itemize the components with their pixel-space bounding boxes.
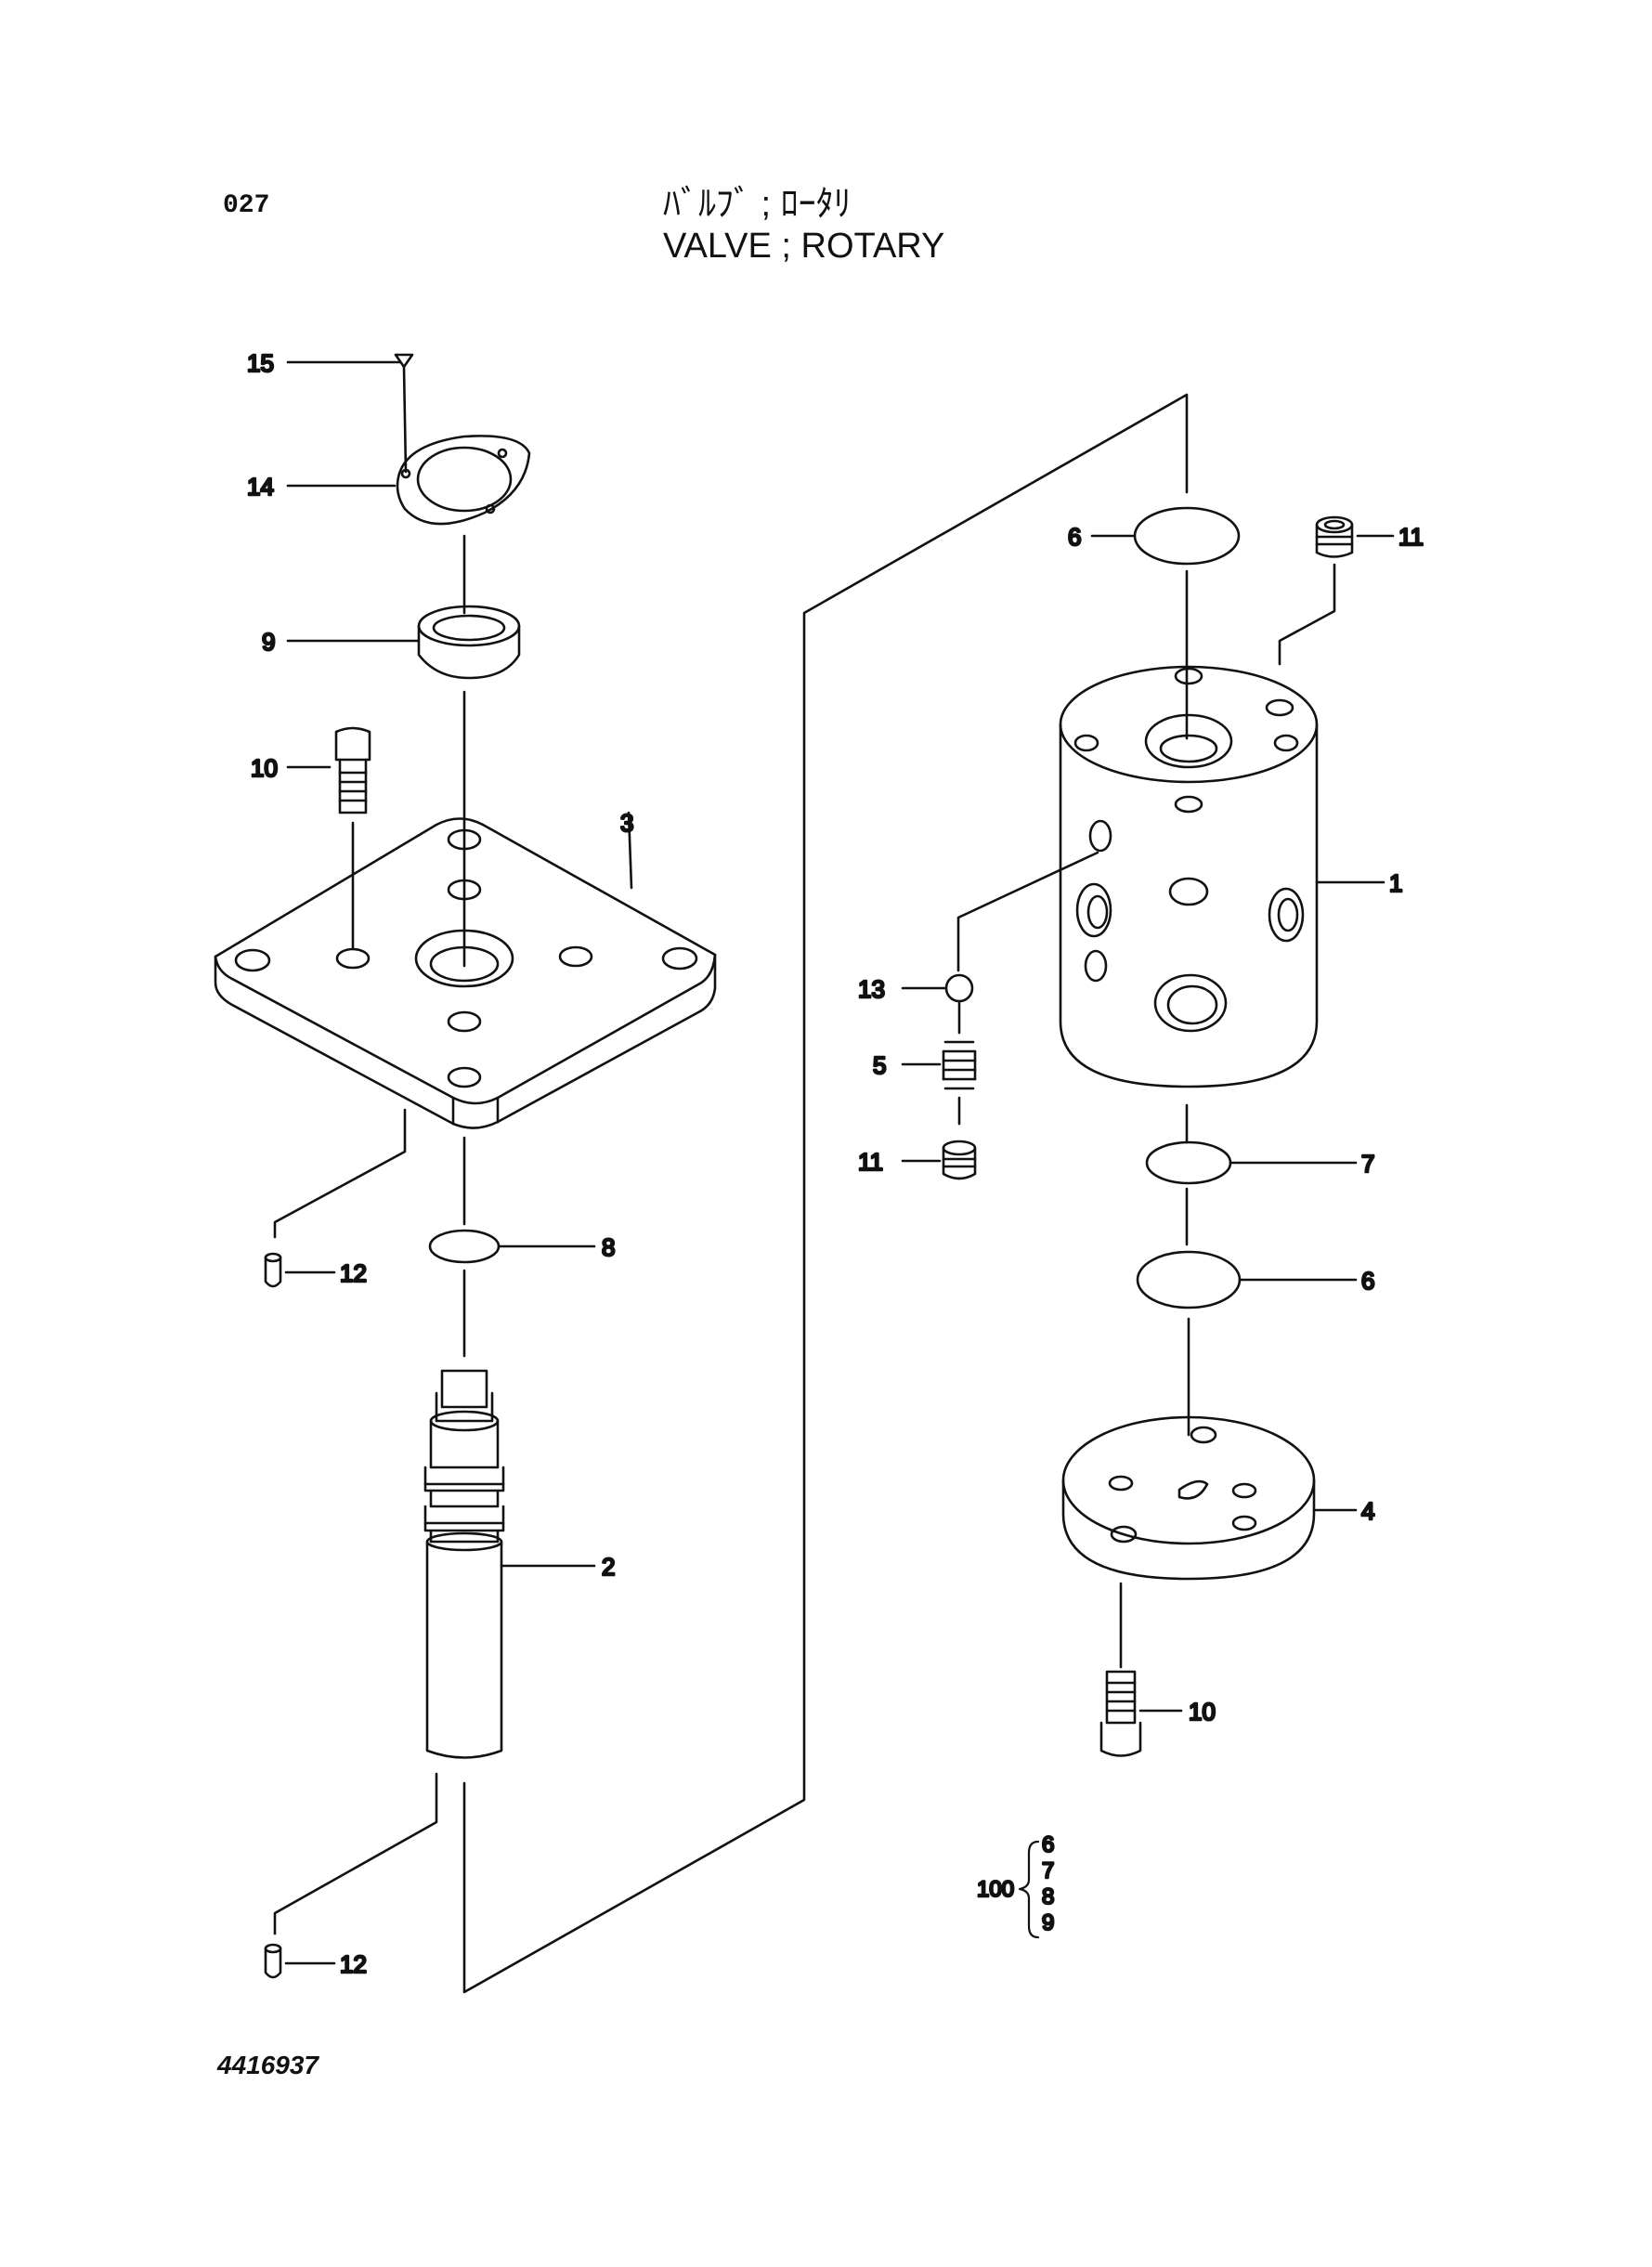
- part-12-pin-lower: [264, 1943, 336, 1979]
- label-part-10-left: 10: [251, 754, 278, 782]
- leader-pin-12-lower: [273, 1772, 438, 1935]
- label-part-13: 13: [858, 975, 885, 1003]
- part-11-plug-lower: [901, 1140, 977, 1180]
- part-6-o-ring-upper: [1090, 506, 1241, 740]
- kit-100-brace: [1018, 1840, 1040, 1939]
- part-1-valve-body: [956, 665, 1385, 1088]
- part-13-ball: [901, 973, 974, 1035]
- part-12-pin-upper: [264, 1252, 336, 1288]
- kit-item-1: 6: [1042, 1832, 1054, 1857]
- part-9-seal: [286, 605, 521, 680]
- part-7-o-ring: [1145, 1103, 1358, 1246]
- label-part-3: 3: [620, 809, 633, 837]
- label-part-12-lower: 12: [340, 1950, 367, 1978]
- label-part-1: 1: [1389, 869, 1402, 897]
- kit-item-2: 7: [1042, 1858, 1054, 1883]
- title-english: VALVE ; ROTARY: [663, 227, 945, 266]
- label-part-8: 8: [602, 1233, 615, 1261]
- label-part-9: 9: [262, 628, 275, 656]
- label-part-10-right: 10: [1189, 1698, 1216, 1726]
- part-10-bolt-right: [1099, 1670, 1183, 1757]
- label-part-4: 4: [1361, 1497, 1374, 1525]
- label-part-12-upper: 12: [340, 1259, 367, 1287]
- kit-item-3: 8: [1042, 1884, 1054, 1909]
- kit-item-4: 9: [1042, 1910, 1054, 1935]
- label-part-5: 5: [873, 1051, 886, 1079]
- label-part-11-lower: 11: [858, 1148, 883, 1176]
- page-number: 027: [223, 191, 270, 220]
- part-14-plate: [286, 435, 531, 615]
- part-6-o-ring-lower: [1136, 1250, 1358, 1437]
- assembly-connection-leader: [462, 393, 1189, 1994]
- title-japanese: ﾊﾞﾙﾌﾞ ; ﾛｰﾀﾘ: [663, 185, 852, 224]
- leader-pin-12-upper: [273, 1108, 407, 1239]
- part-2-shaft: [423, 1369, 596, 1759]
- label-part-15: 15: [247, 349, 274, 377]
- part-11-plug-upper: [1278, 515, 1395, 666]
- document-number: 4416937: [217, 2051, 319, 2079]
- part-5-spring: [901, 1040, 977, 1126]
- part-4-end-plate: [1061, 1415, 1358, 1669]
- label-part-7: 7: [1361, 1150, 1374, 1178]
- label-part-14: 14: [247, 473, 274, 501]
- part-3-cover-plate: [214, 811, 717, 1129]
- label-part-6-lower: 6: [1361, 1267, 1374, 1295]
- label-part-6-upper: 6: [1068, 523, 1081, 551]
- part-15-screw: [286, 353, 414, 474]
- part-8-o-ring: [428, 1136, 596, 1358]
- label-part-2: 2: [602, 1553, 615, 1581]
- label-part-11-upper: 11: [1398, 523, 1424, 551]
- kit-number: 100: [977, 1877, 1014, 1902]
- part-10-bolt-left: [286, 726, 371, 949]
